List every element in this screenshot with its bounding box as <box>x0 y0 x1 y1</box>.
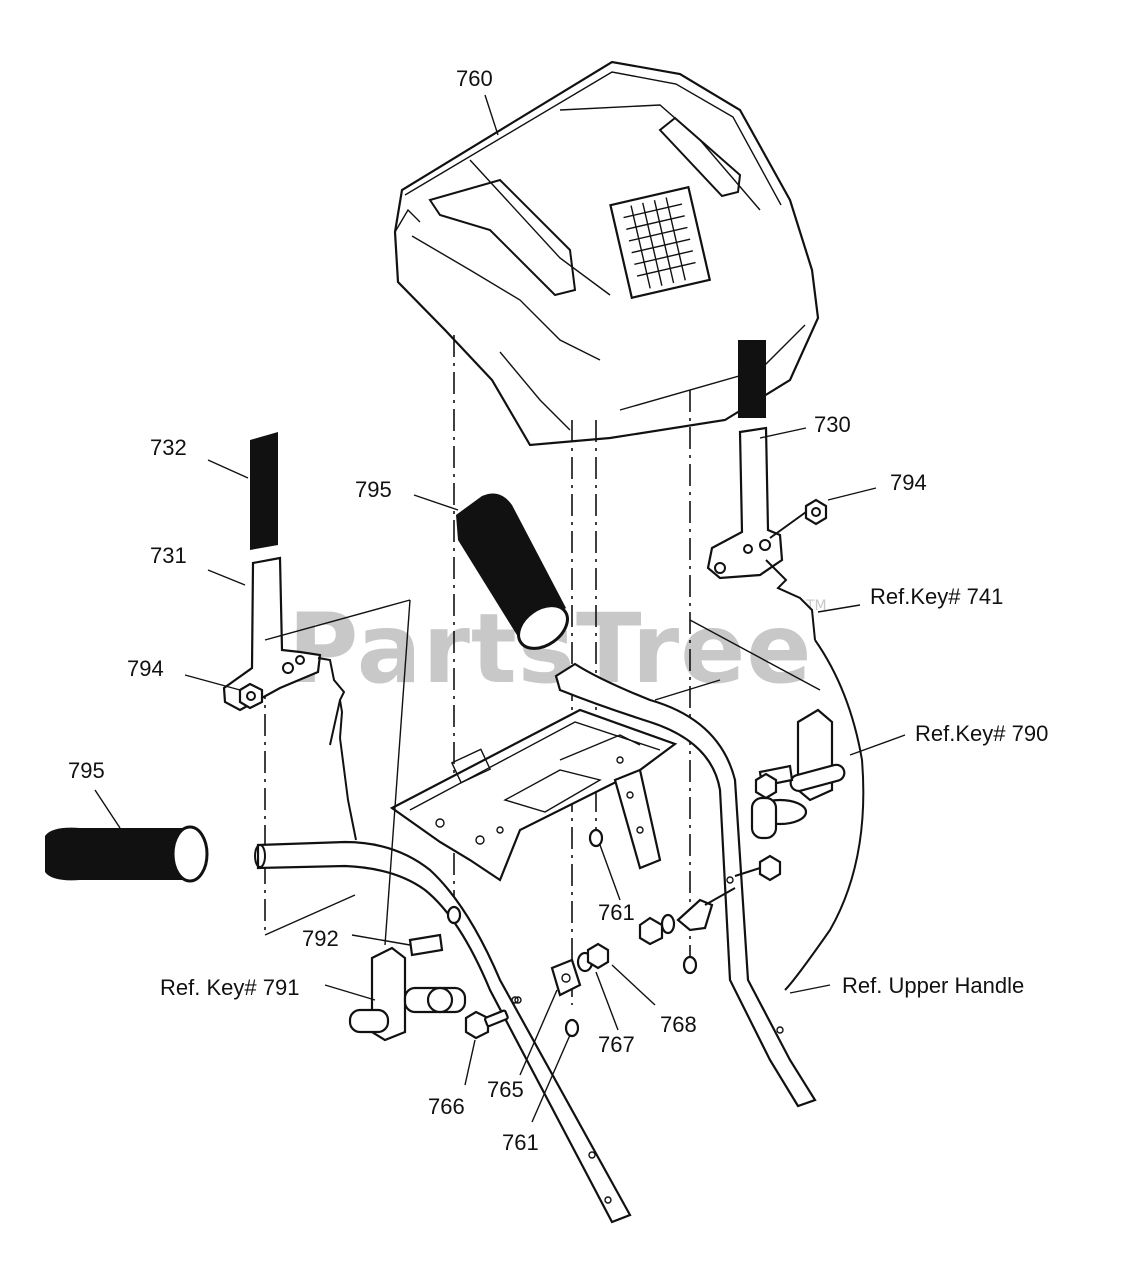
cable-right <box>784 639 865 991</box>
bracket-790 <box>750 708 846 840</box>
lever-731 <box>222 556 357 841</box>
dash-panel-cover <box>393 60 820 447</box>
label-792: 792 <box>302 926 339 951</box>
label-795-top: 795 <box>355 477 392 502</box>
label-730: 730 <box>814 412 851 437</box>
grip-795-left <box>45 825 209 883</box>
label-767: 767 <box>598 1032 635 1057</box>
label-795-left: 795 <box>68 758 105 783</box>
bracket-791 <box>348 933 467 1042</box>
label-794-right: 794 <box>890 470 927 495</box>
nut-768 <box>586 942 610 970</box>
label-765: 765 <box>487 1077 524 1102</box>
cable-left <box>329 699 341 746</box>
nut-794-left <box>238 682 264 710</box>
lever-730 <box>706 426 816 641</box>
grip-795-top <box>456 493 569 650</box>
leader-lines <box>94 94 906 1123</box>
nut-794-right <box>769 498 828 539</box>
label-766: 766 <box>428 1094 465 1119</box>
label-761-upper: 761 <box>598 900 635 925</box>
callout-labels: 760 730 732 794 795 731 Ref.Key# 741 794… <box>68 66 1048 1155</box>
control-plate <box>389 708 678 882</box>
decal-right <box>738 340 766 418</box>
label-ref-741: Ref.Key# 741 <box>870 584 1003 609</box>
label-732: 732 <box>150 435 187 460</box>
label-ref-790: Ref.Key# 790 <box>915 721 1048 746</box>
clip-765 <box>550 958 582 997</box>
label-761-lower: 761 <box>502 1130 539 1155</box>
decal-732 <box>250 432 278 550</box>
label-768: 768 <box>660 1012 697 1037</box>
label-ref-upper-handle: Ref. Upper Handle <box>842 973 1024 998</box>
label-731: 731 <box>150 543 187 568</box>
screws-761 <box>446 828 698 1038</box>
upper-handle-left <box>254 840 632 1224</box>
right-hardware <box>638 772 782 946</box>
watermark-trademark: TM <box>805 598 827 614</box>
label-ref-791: Ref. Key# 791 <box>160 975 299 1000</box>
assembly-lines <box>264 599 821 946</box>
label-760: 760 <box>456 66 493 91</box>
upper-handle-right <box>554 662 817 1108</box>
bolt-766 <box>464 996 522 1040</box>
label-794-left: 794 <box>127 656 164 681</box>
